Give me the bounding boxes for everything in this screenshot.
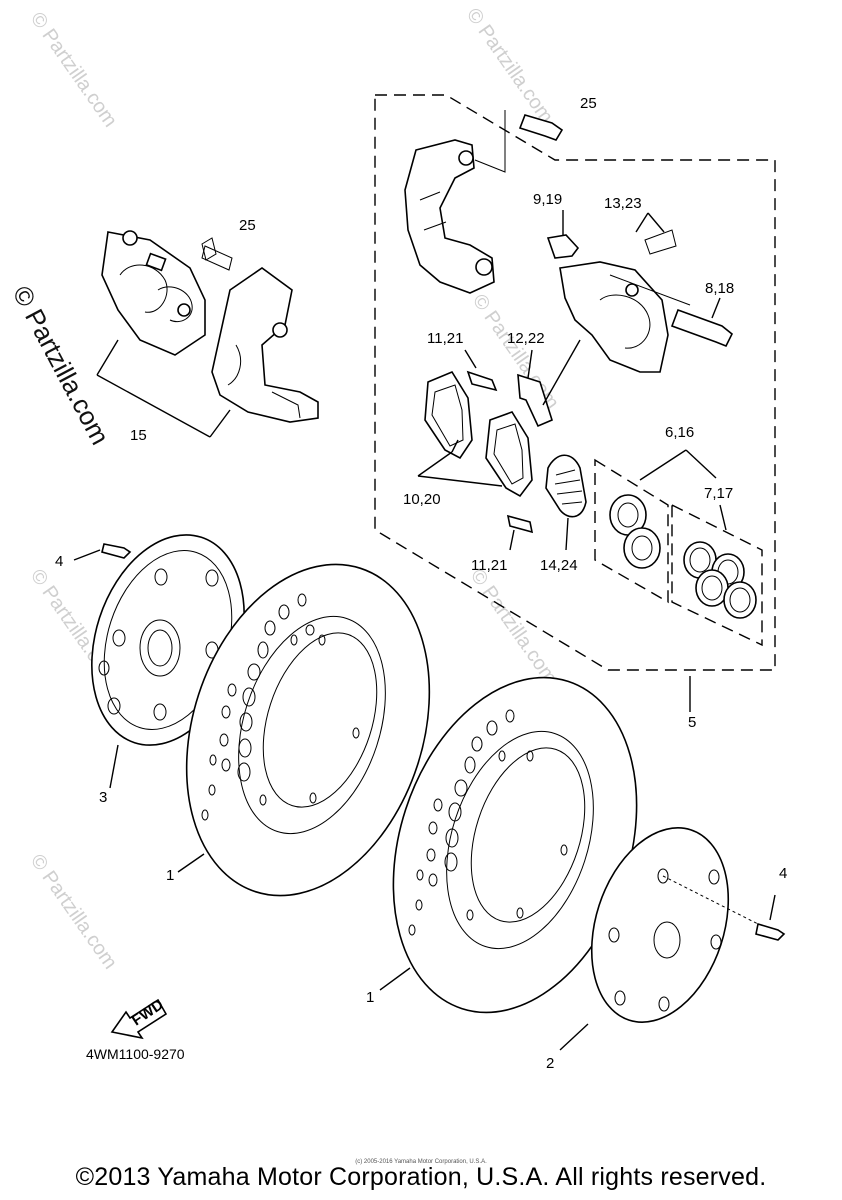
label-3: 3 [99,789,107,806]
label-25-left: 25 [239,217,256,234]
watermark-2: © Partzilla.com [462,4,557,127]
label-12-22: 12,22 [507,330,545,347]
label-10-20: 10,20 [403,491,441,508]
label-11-21-bottom: 11,21 [471,557,507,574]
bolt-4-right [755,922,786,941]
seal-4 [723,581,757,619]
left-caliper-bracket [211,267,319,423]
pin-bolt-8-18 [670,308,734,348]
pad-clip-11-21-bottom [506,514,534,534]
seal-3 [695,569,729,607]
bleeder-9-19 [546,234,580,259]
brake-disc-right [379,676,638,1014]
fwd-arrow: FWD [110,996,168,1040]
label-13-23: 13,23 [604,195,642,212]
brake-pad-1 [424,370,473,460]
shim-14-24 [545,454,587,518]
label-4-right: 4 [779,865,787,882]
bolt-25-left [201,245,233,271]
left-caliper-assembly [96,230,319,438]
pad-clip-11-21-top [466,370,498,392]
label-2: 2 [546,1055,554,1072]
footer-copyright: ©2013 Yamaha Motor Corporation, U.S.A. A… [75,1163,767,1191]
brake-pad-2 [485,411,533,498]
label-9-19: 9,19 [533,191,562,208]
cap-13-23 [644,229,677,255]
pads-and-shims [417,339,587,551]
piston-2 [623,527,661,569]
label-1-left: 1 [166,867,174,884]
watermark-side: © Partzilla.com [7,281,116,450]
callout-labels: 25 25 9,19 13,23 8,18 11,21 12,22 15 6,1… [55,95,787,1072]
left-caliper-body [101,231,206,356]
seal-group-outline [671,503,763,647]
right-caliper-body [559,261,669,373]
watermark-6: © Partzilla.com [26,850,121,973]
footer-small-copyright: (c) 2005-2016 Yamaha Motor Corporation, … [355,1159,487,1165]
label-7-17: 7,17 [704,485,733,502]
bolt-4-left [101,543,132,559]
label-14-24: 14,24 [540,557,578,574]
brake-disc-left [177,563,431,897]
pistons-and-seals [609,449,757,619]
label-6-16: 6,16 [665,424,694,441]
label-5: 5 [688,714,696,731]
watermark-5: © Partzilla.com [466,565,561,688]
bolt-25-right [518,114,564,141]
label-8-18: 8,18 [705,280,734,297]
watermark-1: © Partzilla.com [26,8,121,131]
right-caliper-assembly [404,110,734,373]
caliper-assembly-outline [374,94,776,671]
pad-spring-12-22 [517,373,553,428]
disc-right-holes [408,709,568,936]
hub-adapter-right [559,827,786,1051]
piston-group-outline [594,458,669,604]
diagram-code: 4WM1100-9270 [86,1046,185,1062]
disc-left-holes [201,593,360,821]
label-25-top: 25 [580,95,597,112]
label-11-21-top: 11,21 [427,330,463,347]
label-4-left: 4 [55,553,63,570]
label-1-right: 1 [366,989,374,1006]
label-15: 15 [130,427,147,444]
